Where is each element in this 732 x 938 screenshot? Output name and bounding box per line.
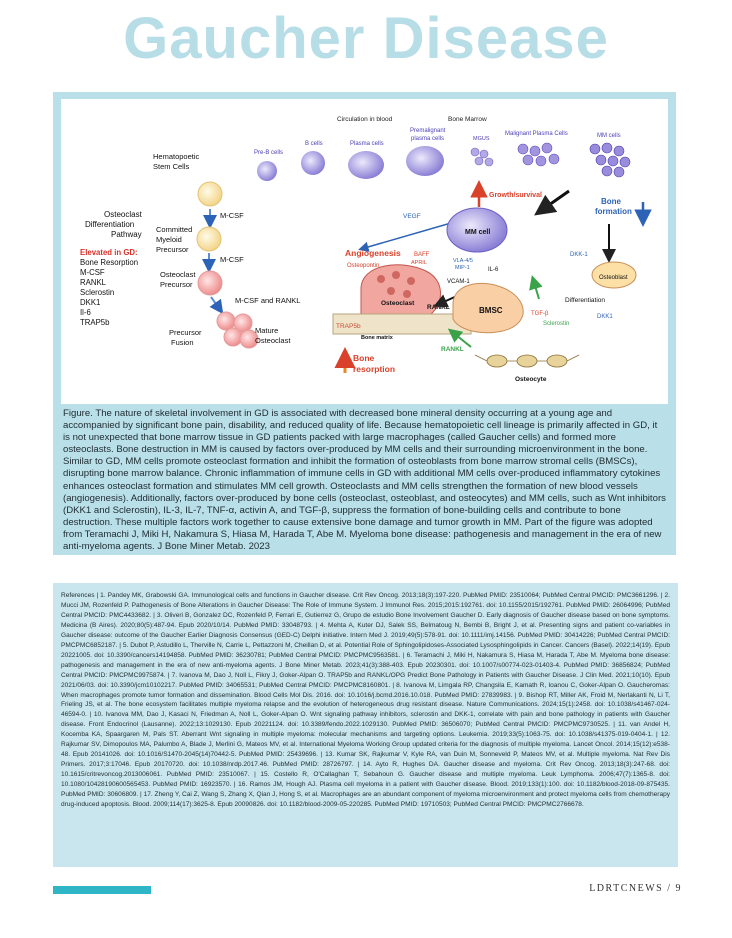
osteocyte-cells (474, 354, 580, 368)
osteoclast-nuclei (377, 271, 415, 298)
footer-accent-bar (53, 886, 151, 894)
vla-label: VLA-4/5 (453, 258, 473, 264)
mm-input-arrow (534, 189, 570, 216)
malignant-label: Malignant Plasma Cells (505, 131, 568, 137)
mm-cell (446, 207, 508, 253)
il6-label: IL-6 (488, 267, 499, 273)
malignant-cluster (517, 142, 560, 167)
dkk1b-label: DKK1 (597, 314, 613, 320)
elevated-item: DKK1 (80, 298, 100, 307)
bone-formation-label-2: formation (595, 207, 632, 216)
myeloid-label-2: Myeloid (156, 235, 182, 244)
b-cells-label: B cells (305, 141, 323, 147)
plasma-label: Plasma cells (350, 141, 384, 147)
growth-label: Growth/survival (489, 192, 542, 199)
mm-cell-label: MM cell (465, 229, 490, 236)
tgf-label: TGF-β (531, 311, 549, 317)
bmsc-shape (452, 282, 524, 334)
differentiation-label: Differentiation (565, 297, 605, 304)
myeloid-label-3: Precursor (156, 245, 189, 254)
elevated-item: Bone Resorption (80, 258, 138, 267)
hsc-label-1: Hematopoetic (153, 152, 200, 161)
dkk1a-label: DKK-1 (570, 252, 588, 258)
mgus-cluster (470, 147, 494, 167)
elevated-title: Elevated in GD: (80, 248, 138, 257)
rankl-label-1: RANKL (427, 304, 450, 311)
circulation-label: Circulation in blood (337, 116, 393, 123)
fusion-label-1: Precursor (169, 328, 202, 337)
pre-b-cell (257, 161, 277, 181)
baff-label: BAFF (414, 252, 430, 258)
mm-cells-label: MM cells (597, 133, 621, 139)
hsc-label-2: Stem Cells (153, 162, 190, 171)
mcsf-label-2: M-CSF (220, 255, 244, 264)
oc-precursor-cell (197, 270, 223, 296)
osteoblast-label: Osteoblast (599, 275, 628, 281)
bone-formation-label-1: Bone (601, 197, 622, 206)
mature-label-2: Osteoclast (255, 336, 291, 345)
pathway-label-1: Osteoclast (104, 210, 143, 219)
myeloid-label-1: Committed (156, 225, 192, 234)
figure-caption: Figure. The nature of skeletal involveme… (63, 408, 666, 553)
trap5b-label: TRAP5b (336, 323, 361, 330)
page-title: Gaucher Disease (123, 6, 609, 71)
elevated-item: TRAP5b (80, 318, 110, 327)
pathway-label-2: Differentiation (85, 220, 134, 229)
hsc-cell (197, 181, 223, 207)
vegf-label: VEGF (403, 213, 421, 220)
b-cell (301, 151, 325, 175)
osteoblast-shape (591, 261, 637, 289)
april-label: APRIL (411, 260, 427, 266)
mip-label: MIP-1 (455, 265, 470, 271)
oc-precursor-label-1: Osteoclast (160, 270, 196, 279)
osteopontin-label: Osteopontin (347, 263, 379, 269)
mm-cluster (589, 142, 631, 178)
rankl-label-2: RANKL (441, 346, 464, 353)
bone-resorption-label-2: resorption (353, 364, 395, 374)
sclerostin-arrow (529, 275, 543, 300)
pre-b-label: Pre-B cells (254, 150, 283, 156)
mcsf-rankl-label: M-CSF and RANKL (235, 296, 300, 305)
plasma-cell (348, 151, 384, 179)
references-box: References | 1. Pandey MK, Grabowski GA.… (53, 583, 678, 867)
myeloid-cell (196, 226, 222, 252)
figure-illustration: Circulation in blood Bone Marrow Pre-B c… (61, 99, 668, 404)
vcam1-label: VCAM-1 (447, 279, 470, 285)
elevated-item: M-CSF (80, 268, 105, 277)
bone-resorption-label-1: Bone (353, 353, 375, 363)
premalignant-cell (406, 146, 444, 176)
references-text: References | 1. Pandey MK, Grabowski GA.… (61, 592, 670, 809)
elevated-item: Sclerostin (80, 288, 114, 297)
elevated-item: RANKL (80, 278, 107, 287)
fusion-label-2: Fusion (171, 338, 194, 347)
mgus-label: MGUS (473, 136, 490, 142)
page-footer: LDRTCNEWS / 9 (589, 883, 682, 894)
premalignant-label-2: plasma cells (411, 136, 444, 142)
osteocyte-label: Osteocyte (515, 376, 547, 383)
oc-precursor-label-2: Precursor (160, 280, 193, 289)
elevated-item: Il-6 (80, 308, 91, 317)
elevated-list: Bone ResorptionM-CSFRANKLSclerostinDKK1I… (80, 258, 138, 327)
fusion-cells (216, 311, 259, 349)
precursor-arrow (209, 296, 224, 315)
mature-label-1: Mature (255, 326, 278, 335)
vegf-arrow (358, 222, 452, 252)
osteoclast-label: Osteoclast (381, 300, 415, 307)
premalignant-label-1: Premalignant (410, 128, 446, 134)
pathway-label-3: Pathway (111, 230, 142, 239)
angiogenesis-label: Angiogenesis (345, 248, 401, 258)
bmsc-label: BMSC (479, 306, 503, 315)
sclerostin-label: Sclerostin (543, 321, 569, 327)
rankl-green-arrow (447, 328, 472, 348)
mcsf-label-1: M-CSF (220, 211, 244, 220)
bone-marrow-label: Bone Marrow (448, 116, 487, 123)
bone-matrix-label: Bone matrix (361, 335, 394, 341)
